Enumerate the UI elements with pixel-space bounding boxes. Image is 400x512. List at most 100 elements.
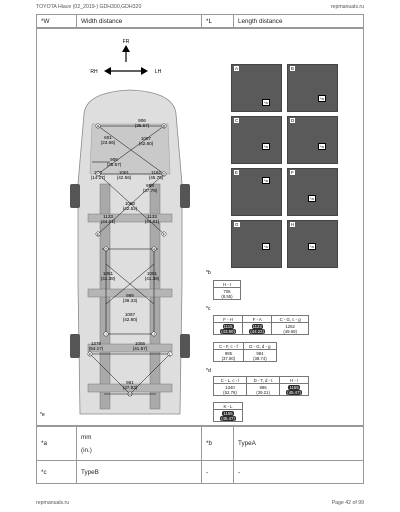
dim-label: 1376 xyxy=(91,341,102,346)
table-cell: 1262(49.69) xyxy=(271,322,309,336)
legend-symbol: - xyxy=(202,461,234,484)
point-label: J xyxy=(153,332,155,337)
table-head: H - I xyxy=(279,375,309,385)
point-label: K xyxy=(89,352,92,357)
point-label: I xyxy=(105,332,106,337)
dim-label: 1133 xyxy=(103,214,113,219)
footer-site[interactable]: repmanuals.ru xyxy=(36,500,70,506)
location-photo: G *a xyxy=(231,220,282,268)
point-label: F xyxy=(163,232,166,237)
table-cell: 1155(45.47) xyxy=(213,409,243,423)
header-site[interactable]: repmanuals.ru xyxy=(330,4,364,10)
dim-label: 1051 xyxy=(147,271,158,276)
photo-label: A xyxy=(234,66,240,71)
dim-label: 1162 xyxy=(151,170,161,175)
corner-mark: *e xyxy=(40,412,45,418)
dim-label: 906 xyxy=(110,157,118,162)
point-label: L xyxy=(169,352,172,357)
legend-w-symbol: *W xyxy=(37,15,77,27)
location-photo: H *a xyxy=(287,220,338,268)
dim-label: (14.17) xyxy=(91,175,106,180)
dim-label: (23.66) xyxy=(101,140,116,145)
point-label: G xyxy=(104,247,107,252)
location-photo: E *a xyxy=(231,168,282,216)
dim-label: (42.80) xyxy=(139,141,154,146)
photo-callout: *a xyxy=(308,195,316,202)
table-cell: 1155(45.47) xyxy=(279,383,309,397)
dim-label: (39.33) xyxy=(123,298,138,303)
legend-l-desc: Length distance xyxy=(238,17,283,25)
location-photo: F *a xyxy=(287,168,338,216)
dim-label: 1087 xyxy=(125,312,136,317)
table-head: C - L, c - l xyxy=(213,375,247,385)
legend-row: *c TypeB - - xyxy=(37,461,363,484)
point-label: E xyxy=(97,232,100,237)
photo-callout: *a xyxy=(262,99,270,106)
photo-callout: *a xyxy=(318,143,326,150)
dim-label: (37.83) xyxy=(123,385,138,390)
table-head: F - A xyxy=(242,314,273,324)
point-label: D xyxy=(163,172,166,177)
dim-label: (44.61) xyxy=(101,219,116,224)
dim-label: (42.80) xyxy=(123,317,138,322)
photo-callout: *a xyxy=(308,243,316,250)
legend-w-desc: Width distance xyxy=(77,15,202,27)
side-table-1: H - I 706(8.55) xyxy=(213,279,241,301)
location-photo: A *a xyxy=(231,64,282,112)
side-symbol-d: *d xyxy=(206,368,211,374)
table-head: H - I xyxy=(213,279,241,289)
legend-symbol: *a xyxy=(37,427,77,460)
table-head: K - L xyxy=(213,401,243,411)
dim-label: 1056 xyxy=(135,341,146,346)
table-cell: 985(37.80) xyxy=(213,349,244,363)
table-head: F - H xyxy=(212,314,244,324)
photo-label: G xyxy=(234,222,240,227)
legend-l-symbol: *L xyxy=(202,15,234,27)
point-label: C xyxy=(97,172,100,177)
side-table-3: C - F, c - f D - G, d - g 985(37.80) 984… xyxy=(213,341,278,363)
photo-callout: *a xyxy=(262,143,270,150)
legend-unit-mm: mm xyxy=(81,433,92,441)
dim-label: (35.67) xyxy=(135,123,150,128)
compass-lh: LH xyxy=(155,69,162,75)
point-label: M xyxy=(128,392,131,397)
table-cell: 1115(43.90) xyxy=(212,322,244,336)
photo-callout: *a xyxy=(318,95,326,102)
photo-label: H xyxy=(290,222,296,227)
legend-row: *a mm (in.) *b TypeA xyxy=(37,427,363,461)
table-cell: 1123(44.22) xyxy=(242,322,273,336)
legend-symbol: *b xyxy=(202,427,234,460)
dim-label: 1080 xyxy=(125,201,136,206)
table-head: C - G, c - g xyxy=(271,314,309,324)
table-cell: 996(39.21) xyxy=(245,383,281,397)
header-title: TOYOTA Hiace (02_2019-) GDH300,GDH320 xyxy=(36,4,142,10)
photo-label: F xyxy=(290,170,295,175)
dim-label: (45.75) xyxy=(149,175,164,180)
legend-unit-in: (in.) xyxy=(81,446,92,454)
table-head: D - T, d - t xyxy=(245,375,281,385)
legend-desc: TypeA xyxy=(238,440,256,447)
table-cell: 706(8.55) xyxy=(213,287,241,301)
dim-label: (41.57) xyxy=(133,346,148,351)
table-head: C - F, c - f xyxy=(213,341,244,351)
photo-callout: *a xyxy=(262,243,270,250)
legend-bottom-table: *a mm (in.) *b TypeA *c TypeB - - xyxy=(36,426,364,484)
table-head: D - G, d - g xyxy=(242,341,278,351)
compass-fr: FR xyxy=(123,39,130,45)
compass-rh: RH xyxy=(90,69,98,75)
photo-label: C xyxy=(234,118,240,123)
location-photo: D *a xyxy=(287,116,338,164)
dim-label: 601 xyxy=(104,135,112,140)
chassis-diagram: FR RH LH xyxy=(70,39,190,415)
dim-label: 1081 xyxy=(119,170,130,175)
legend-desc: - xyxy=(238,469,241,476)
location-photo: B *a xyxy=(287,64,338,112)
legend-desc: TypeB xyxy=(77,461,202,484)
dim-label: (42.56) xyxy=(117,175,132,180)
side-symbol-c: *c xyxy=(206,306,211,312)
side-table-2: F - H F - A C - G, c - g 1115(43.90) 112… xyxy=(212,314,309,336)
dim-label: (41.38) xyxy=(101,276,116,281)
dim-label: (54.17) xyxy=(89,346,104,351)
dim-label: (35.67) xyxy=(107,162,122,167)
